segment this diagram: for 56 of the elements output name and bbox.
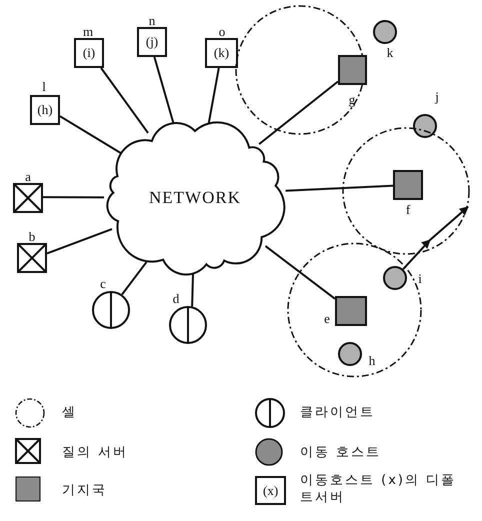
mobile-host-symbol: [413, 114, 437, 138]
node-letter: j: [435, 90, 439, 103]
node-letter: i: [418, 272, 422, 285]
client-symbol: [169, 306, 207, 344]
legend-label: 질의 서버: [62, 444, 128, 461]
legend-label: 클라이언트: [300, 404, 375, 421]
legend-label: 이동호스트 (x)의 디폴트서버: [300, 472, 458, 506]
base-station-symbol: [335, 296, 367, 326]
default-server-box: [74, 38, 104, 68]
client-symbol: [92, 291, 130, 329]
server-label: (k): [214, 45, 230, 61]
server-label: (h): [37, 102, 53, 118]
node-letter: g: [348, 93, 356, 106]
node-letter: a: [25, 170, 31, 183]
node-letter: o: [218, 25, 226, 38]
connection-line: [121, 262, 148, 296]
default-server-box: [30, 95, 60, 125]
connection-line: [258, 80, 339, 145]
connection-line: [286, 184, 394, 192]
connection-line: [153, 56, 175, 124]
legend-label: 셀: [62, 404, 77, 421]
node-letter: c: [100, 277, 106, 290]
query-server-symbol: [13, 183, 43, 213]
mobile-host-symbol: [373, 20, 397, 44]
node-letter: h: [368, 354, 376, 367]
mobile-host-symbol: [338, 342, 362, 366]
legend-label: 기지국: [62, 482, 107, 499]
default-server-box: [205, 38, 238, 68]
movement-arrow: [402, 206, 469, 270]
connection-line: [264, 245, 336, 300]
node-letter: l: [42, 80, 46, 93]
connection-line: [59, 115, 122, 154]
base-station-symbol: [393, 170, 423, 200]
node-letter: d: [172, 292, 180, 305]
node-letter: e: [324, 312, 330, 325]
cell-boundary: [235, 5, 365, 135]
connection-line: [43, 196, 104, 198]
connection-line: [191, 274, 194, 307]
connection-line: [208, 68, 220, 124]
server-label: (i): [82, 45, 96, 61]
mobile-host-symbol: [383, 266, 407, 290]
node-letter: b: [28, 230, 36, 243]
query-server-symbol: [17, 243, 47, 273]
base-station-symbol: [338, 55, 367, 85]
default-server-box: [137, 27, 167, 57]
legend-label: 이동 호스트: [300, 444, 382, 461]
cell-boundary: [342, 127, 470, 255]
node-letter: m: [82, 25, 94, 38]
network-label: NETWORK: [149, 188, 241, 208]
node-letter: k: [386, 46, 394, 59]
server-label: (x): [263, 483, 278, 498]
node-letter: n: [148, 14, 156, 27]
connection-line: [46, 228, 112, 254]
cell-boundary: [287, 243, 422, 377]
server-label: (j): [146, 34, 158, 50]
node-letter: f: [406, 203, 410, 216]
